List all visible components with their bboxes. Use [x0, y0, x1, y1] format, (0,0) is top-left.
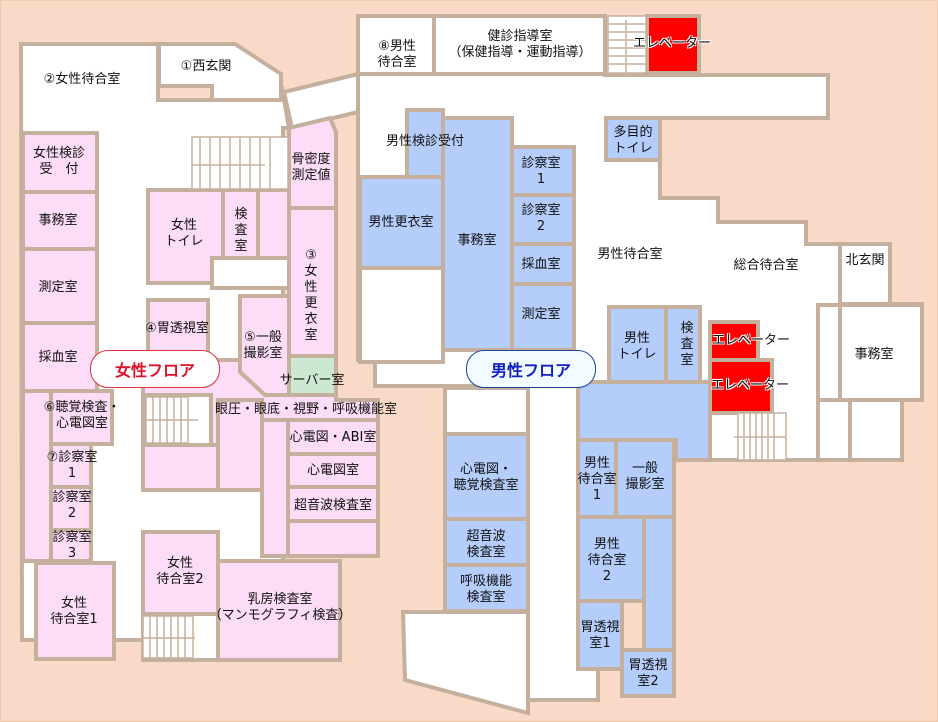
male-gastric-2-label[interactable]: 胃透視室2	[628, 658, 668, 689]
male-changing-label[interactable]: 男性更衣室	[368, 215, 434, 230]
male-gastric-1-label[interactable]: 胃透視室1	[580, 620, 620, 651]
male-reception-label[interactable]: 男性検診受付	[385, 134, 465, 149]
stairs-icon	[142, 136, 289, 659]
stairs-icon	[607, 15, 787, 461]
female-waiting-1-label[interactable]: 女性待合室1	[50, 596, 98, 627]
female-toilet-label[interactable]: 女性トイレ	[164, 218, 204, 249]
elevator-1-label[interactable]: エレベーター	[632, 36, 712, 51]
mammography-label[interactable]: 乳房検査室（マンモグラフィ検査）	[208, 592, 352, 623]
male-ecg-hearing-label[interactable]: 心電図・聴覚検査室	[453, 462, 519, 493]
male-exam-label[interactable]: 検査室	[680, 321, 694, 368]
female-ultrasound-label[interactable]: 超音波検査室	[293, 498, 373, 513]
male-measurement-label[interactable]: 測定室	[521, 307, 561, 322]
male-blood-draw-label[interactable]: 採血室	[521, 257, 561, 272]
male-waiting-label[interactable]: 男性待合室	[597, 247, 663, 262]
female-exam-label[interactable]: 検査室	[234, 207, 248, 254]
male-office-2-label[interactable]: 事務室	[854, 347, 894, 362]
hearing-ecg-label[interactable]: ⑥聴覚検査・心電図室	[43, 400, 121, 431]
female-xray-label[interactable]: ⑤一般撮影室	[243, 330, 283, 361]
bone-density-label[interactable]: 骨密度測定値	[291, 152, 331, 183]
general-waiting-label[interactable]: 総合待合室	[733, 258, 799, 273]
male-ultrasound-label[interactable]: 超音波検査室	[466, 529, 506, 560]
ecg-label[interactable]: 心電図室	[306, 463, 360, 478]
eye-lung-label[interactable]: 眼圧・眼底・視野・呼吸機能室	[214, 402, 398, 417]
multipurpose-toilet-label[interactable]: 多目的トイレ	[613, 125, 653, 156]
male-toilet-label[interactable]: 男性トイレ	[617, 331, 657, 362]
north-entrance-label[interactable]: 北玄関	[845, 253, 885, 268]
male-office-label[interactable]: 事務室	[457, 233, 497, 248]
west-entrance-label[interactable]: ①西玄関	[180, 59, 232, 74]
female-measurement-label[interactable]: 測定室	[38, 280, 78, 295]
male-xray-label[interactable]: 一般撮影室	[625, 461, 665, 492]
male-floor-badge: 男性フロア	[466, 350, 596, 388]
ecg-abi-label[interactable]: 心電図・ABI室	[289, 430, 377, 445]
male-waiting-8-label[interactable]: ⑧男性待合室	[377, 39, 417, 70]
female-waiting-2-label[interactable]: 女性待合室2	[156, 556, 204, 587]
female-reception-label[interactable]: 女性検診受 付	[32, 146, 86, 177]
female-floor-badge: 女性フロア	[90, 350, 220, 388]
elevator-3-label[interactable]: エレベーター	[710, 378, 790, 393]
female-gastric-label[interactable]: ④胃透視室	[145, 321, 209, 336]
female-waiting-label[interactable]: ②女性待合室	[43, 72, 121, 87]
female-office-label[interactable]: 事務室	[38, 213, 78, 228]
male-lung-label[interactable]: 呼吸機能検査室	[459, 574, 513, 605]
elevator-2-label[interactable]: エレベーター	[711, 333, 791, 348]
server-room-label[interactable]: サーバー室	[279, 373, 345, 388]
female-blood-draw-label[interactable]: 採血室	[38, 350, 78, 365]
health-guidance-label[interactable]: 健診指導室（保健指導・運動指導）	[448, 29, 592, 60]
